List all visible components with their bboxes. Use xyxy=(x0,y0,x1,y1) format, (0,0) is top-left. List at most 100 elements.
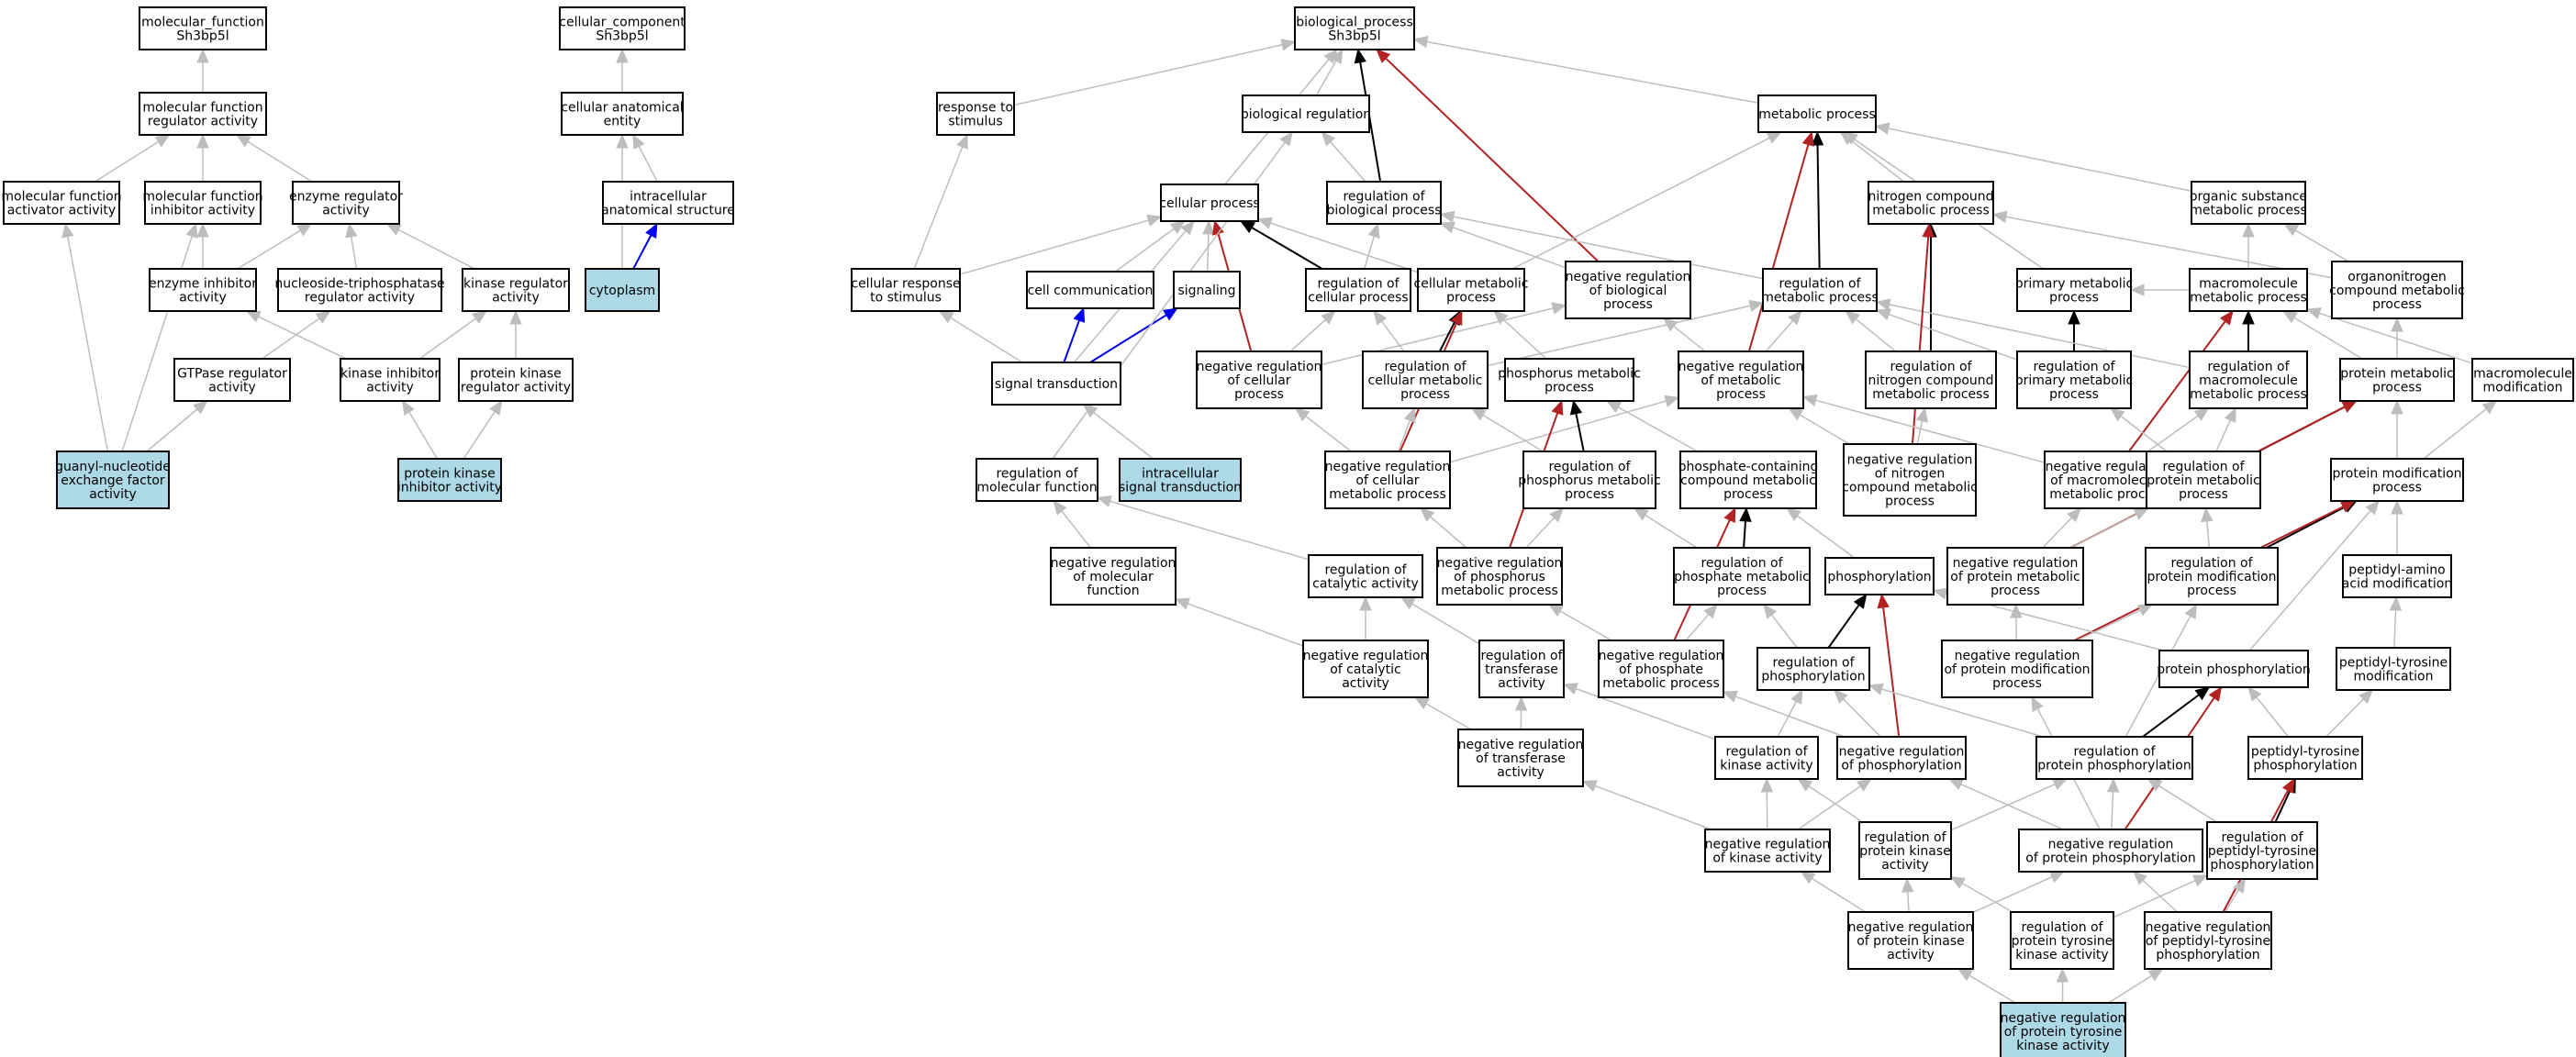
term-node-metab[interactable]: metabolic process xyxy=(1757,95,1877,133)
term-box xyxy=(173,358,291,402)
edge-line xyxy=(2124,615,2191,738)
term-label-line: of protein phosphorylation xyxy=(2025,851,2195,866)
edge-neg-reg-trans-to-reg-trans xyxy=(1514,695,1528,730)
term-node-signaling[interactable]: signaling xyxy=(1173,271,1241,309)
term-node-prot-phos[interactable]: protein phosphorylation xyxy=(2157,650,2311,688)
edge-line xyxy=(1770,614,1798,649)
edge-reg-metab-to-metab xyxy=(1811,130,1824,270)
term-node-phosphorylation[interactable]: phosphorylation xyxy=(1824,557,1935,595)
edge-arrowhead xyxy=(1562,683,1578,695)
term-node-cell-comm[interactable]: cell communication xyxy=(1026,271,1154,309)
term-node-reg-ptyr-phos[interactable]: regulation ofpeptidyl-tyrosinephosphoryl… xyxy=(2206,821,2318,880)
edge-line xyxy=(2142,694,2200,738)
edge-nts-reg-to-enz-reg xyxy=(345,222,358,270)
edge-arrowhead xyxy=(1875,298,1891,311)
term-label-line: negative regulation xyxy=(1437,556,1563,571)
edge-arrowhead xyxy=(1739,506,1752,522)
term-label-line: metabolic process xyxy=(1329,487,1446,502)
term-label-line: guanyl-nucleotide xyxy=(55,460,171,474)
edge-line xyxy=(2423,408,2487,460)
edge-line xyxy=(1777,701,1798,738)
edge-line xyxy=(2120,415,2168,452)
term-label-line: process xyxy=(1565,487,1614,502)
term-node-sig-trans[interactable]: signal transduction xyxy=(991,362,1121,406)
term-node-cytoplasm[interactable]: cytoplasm xyxy=(585,268,660,312)
term-node-cell-proc[interactable]: cellular process xyxy=(1159,184,1260,222)
edge-arrowhead xyxy=(2068,309,2080,325)
term-node-bio-reg[interactable]: biological regulation xyxy=(1241,95,1371,133)
